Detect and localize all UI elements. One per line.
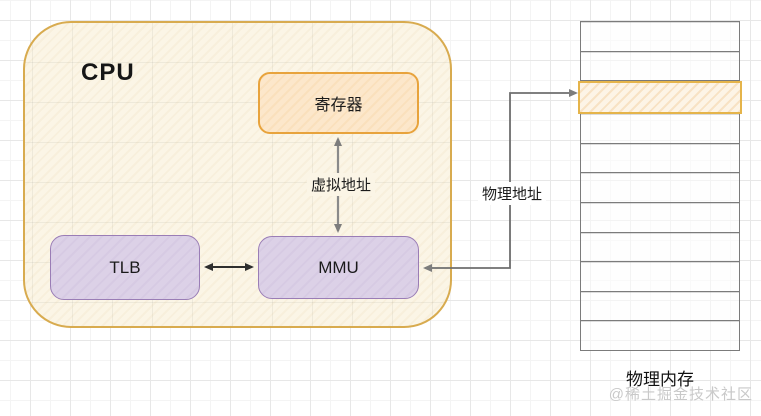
memory-row: [581, 203, 739, 233]
virtual-address-label: 虚拟地址: [306, 173, 376, 196]
memory-row: [581, 114, 739, 144]
tlb-node: TLB: [50, 235, 200, 300]
physical-address-label: 物理地址: [477, 182, 547, 205]
memory-row: [581, 143, 739, 174]
register-node: 寄存器: [258, 72, 419, 134]
memory-stack: [578, 21, 742, 351]
memory-row: [581, 51, 739, 82]
memory-row: [581, 291, 739, 322]
memory-row: [581, 232, 739, 263]
memory-row-highlighted: [578, 81, 742, 115]
memory-row: [581, 22, 739, 52]
watermark: @稀土掘金技术社区: [608, 386, 753, 403]
register-label: 寄存器: [314, 97, 363, 114]
memory-row: [581, 321, 739, 350]
tlb-label: TLB: [109, 257, 141, 277]
mmu-label: MMU: [318, 257, 359, 277]
mmu-node: MMU: [258, 236, 419, 299]
memory-row: [581, 262, 739, 292]
cpu-label: CPU: [81, 59, 135, 86]
memory-label: 物理内存: [626, 370, 694, 389]
memory-row: [581, 173, 739, 204]
